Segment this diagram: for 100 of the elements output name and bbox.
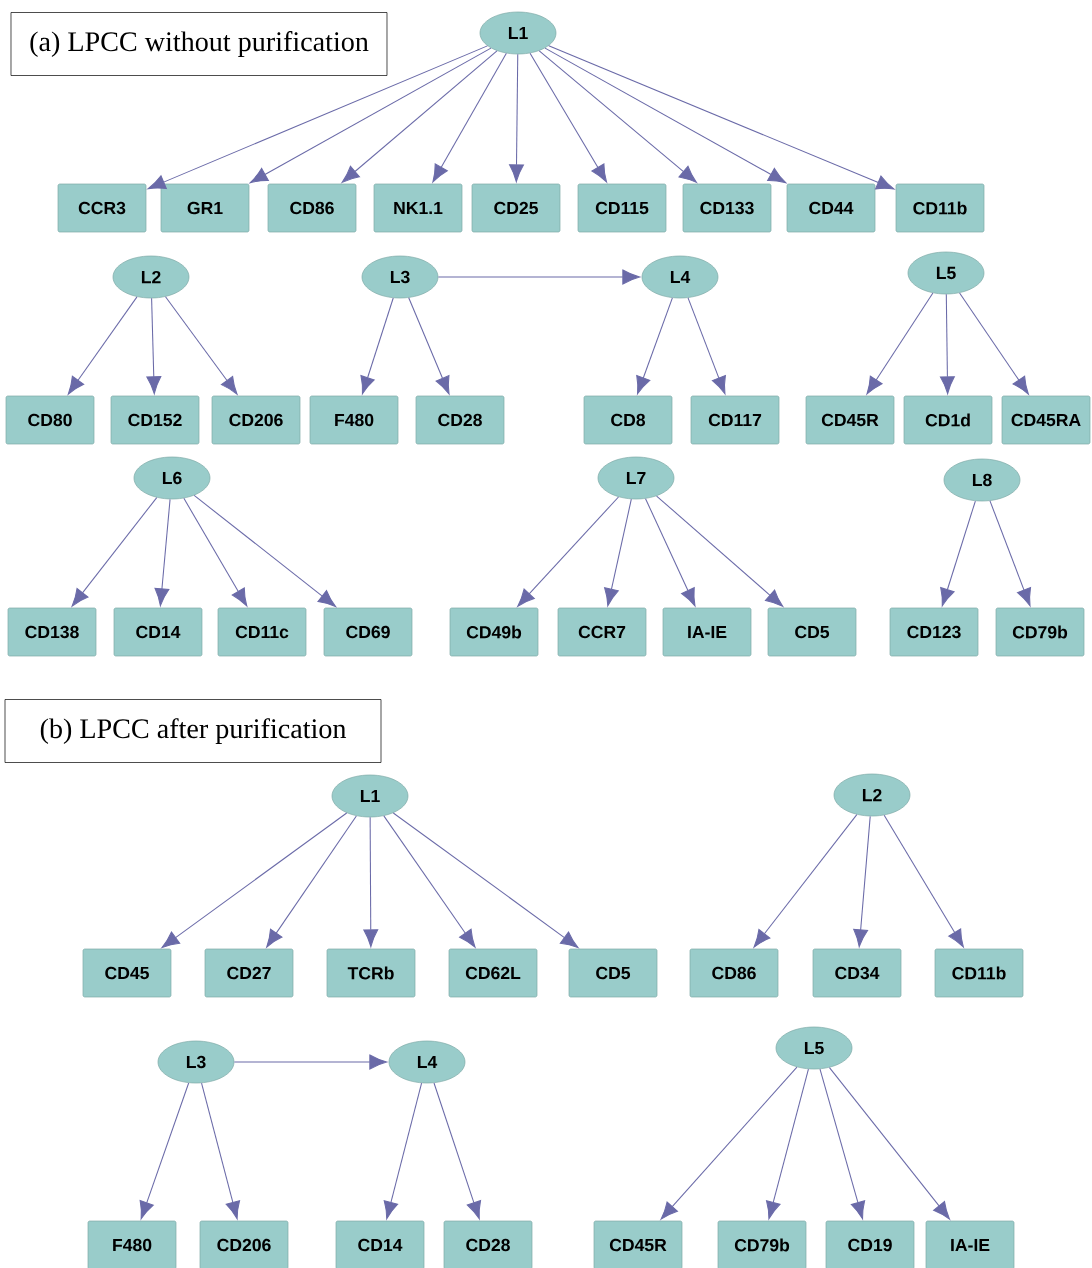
marker-box: F480: [87, 1220, 177, 1268]
marker-box: CD11b: [895, 183, 985, 233]
arrow: [408, 297, 450, 395]
ellipse-node: L4: [388, 1040, 466, 1084]
arrow: [147, 45, 488, 190]
marker-box: CD5: [568, 948, 658, 998]
arrow: [201, 1082, 241, 1220]
marker-box: CD80: [5, 395, 95, 445]
marker-box: CD44: [786, 183, 876, 233]
ellipse-node: L2: [833, 773, 911, 817]
marker-box: CD19: [825, 1220, 915, 1268]
arrow: [67, 296, 138, 395]
arrow: [687, 297, 726, 395]
marker-box: GR1: [160, 183, 250, 233]
ellipse-node: L1: [479, 11, 557, 55]
arrow: [363, 816, 379, 948]
marker-box: IA-IE: [925, 1220, 1015, 1268]
arrow: [766, 1068, 809, 1220]
arrow: [828, 1067, 951, 1220]
marker-box: CD152: [110, 395, 200, 445]
ellipse-node: L6: [133, 456, 211, 500]
marker-box: CD86: [267, 183, 357, 233]
arrow: [538, 50, 697, 183]
marker-box: CD206: [199, 1220, 289, 1268]
ellipse-node: L4: [641, 255, 719, 299]
ellipse-node: L1: [331, 774, 409, 818]
arrow: [753, 814, 858, 948]
ellipse-node: L3: [157, 1040, 235, 1084]
marker-box: IA-IE: [662, 607, 752, 657]
marker-box: NK1.1: [373, 183, 463, 233]
ellipse-node: L3: [361, 255, 439, 299]
arrow: [853, 815, 871, 948]
ellipse-node: L5: [907, 251, 985, 295]
marker-box: CCR3: [57, 183, 147, 233]
title-box: (a) LPCC without purification: [10, 12, 388, 76]
marker-box: CD28: [443, 1220, 533, 1268]
marker-box: CD34: [812, 948, 902, 998]
arrow: [341, 50, 498, 183]
marker-box: CD138: [7, 607, 97, 657]
marker-box: CD1d: [903, 395, 993, 445]
marker-box: CD69: [323, 607, 413, 657]
arrow: [165, 296, 238, 395]
arrow: [71, 497, 158, 607]
marker-box: CD45: [82, 948, 172, 998]
marker-box: CD28: [415, 395, 505, 445]
arrow: [959, 292, 1029, 395]
arrow: [819, 1068, 866, 1220]
ellipse-node: L8: [943, 458, 1021, 502]
marker-box: CD11c: [217, 607, 307, 657]
marker-box: CD62L: [448, 948, 538, 998]
arrow: [383, 815, 476, 948]
arrow: [154, 498, 171, 607]
arrow: [360, 297, 394, 395]
marker-box: CD25: [471, 183, 561, 233]
arrow: [656, 495, 784, 607]
arrow: [139, 1082, 190, 1220]
arrow: [432, 52, 507, 183]
arrow: [548, 45, 895, 190]
arrow: [883, 814, 964, 948]
arrow: [660, 1066, 798, 1220]
arrow: [383, 1082, 423, 1220]
marker-box: CD8: [583, 395, 673, 445]
arrow: [529, 52, 608, 183]
arrow: [645, 498, 696, 607]
arrow: [249, 47, 492, 184]
arrow: [636, 297, 673, 395]
arrow: [437, 269, 641, 285]
ellipse-node: L7: [597, 456, 675, 500]
marker-box: CD123: [889, 607, 979, 657]
arrow: [266, 815, 357, 948]
marker-box: F480: [309, 395, 399, 445]
marker-box: CD5: [767, 607, 857, 657]
marker-box: CD14: [113, 607, 203, 657]
arrow: [146, 297, 162, 395]
arrow: [433, 1082, 482, 1220]
marker-box: CD79b: [995, 607, 1085, 657]
marker-box: CCR7: [557, 607, 647, 657]
marker-box: CD79b: [717, 1220, 807, 1268]
arrow: [392, 812, 579, 948]
title-box: (b) LPCC after purification: [4, 699, 382, 763]
marker-box: CD45R: [805, 395, 895, 445]
arrow: [233, 1054, 388, 1070]
marker-box: CD117: [690, 395, 780, 445]
arrow: [161, 812, 348, 948]
arrow: [544, 47, 787, 184]
marker-box: CD206: [211, 395, 301, 445]
arrow: [509, 53, 524, 183]
marker-box: CD115: [577, 183, 667, 233]
arrow: [866, 292, 934, 395]
marker-box: TCRb: [326, 948, 416, 998]
ellipse-node: L5: [775, 1026, 853, 1070]
arrow: [183, 497, 248, 607]
arrow: [989, 500, 1032, 607]
marker-box: CD49b: [449, 607, 539, 657]
marker-box: CD11b: [934, 948, 1024, 998]
marker-box: CD27: [204, 948, 294, 998]
marker-box: CD14: [335, 1220, 425, 1268]
marker-box: CD45R: [593, 1220, 683, 1268]
ellipse-node: L2: [112, 255, 190, 299]
arrow: [604, 498, 632, 607]
